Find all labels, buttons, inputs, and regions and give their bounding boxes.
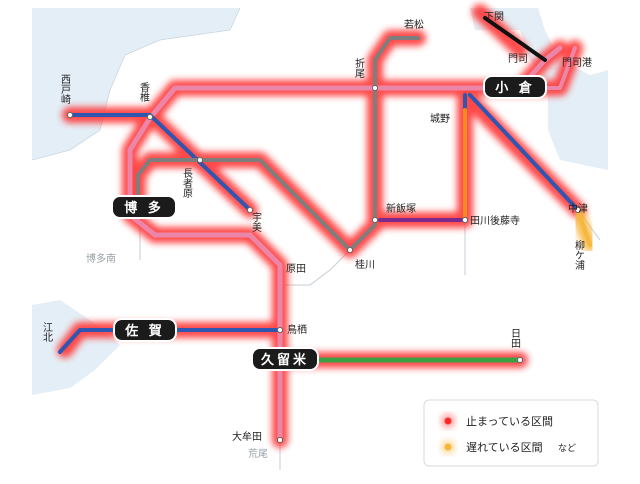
station-shimonoseki: 下関	[484, 11, 504, 23]
station-omuta: 大牟田	[232, 430, 262, 443]
faint-line-keisen	[285, 249, 351, 286]
station-nagasabaru: 長者原	[181, 168, 193, 198]
station-nakatsu: 中津	[568, 202, 588, 215]
station-orio: 折尾	[353, 57, 365, 79]
station-umi: 宇美	[250, 211, 262, 233]
hub-hakata: 博 多	[111, 195, 177, 219]
station-haruda: 原田	[286, 263, 306, 275]
station-nishitozaki: 西戸崎	[59, 74, 71, 104]
station-shiniizuka: 新飯塚	[386, 202, 416, 215]
sea-bay	[548, 90, 608, 165]
station-mojiko: 門司港	[562, 57, 592, 69]
legend: 止まっている区間 遅れている区間 など	[423, 399, 599, 467]
hub-kokura-label: 小 倉	[495, 80, 535, 96]
line-chikuho-north	[373, 36, 420, 90]
station-yanagigaura: 柳ケ浦	[573, 239, 585, 271]
station-tosu: 鳥栖	[287, 323, 307, 336]
station-kashii: 香椎	[138, 82, 150, 102]
line-nippo-delay	[576, 208, 592, 247]
station-kohoku: 江北	[41, 322, 53, 342]
coast-detail	[31, 7, 241, 161]
line-nagasaki	[58, 328, 282, 354]
hub-kurume-label: 久留米	[261, 352, 309, 368]
hub-hakata-label: 博 多	[124, 200, 164, 216]
line-nippo	[468, 93, 580, 212]
legend-etc: など	[558, 443, 576, 454]
station-hita: 日田	[509, 328, 521, 348]
hub-saga: 佐 賀	[113, 318, 177, 342]
hub-kokura: 小 倉	[483, 75, 547, 99]
station-hakataminami: 博多南	[86, 252, 116, 265]
legend-delayed: 遅れている区間	[466, 441, 543, 454]
hub-saga-label: 佐 賀	[124, 323, 165, 339]
legend-stopped: 止まっている区間	[466, 415, 553, 428]
station-dots	[66, 84, 582, 444]
hub-kurume: 久留米	[251, 347, 319, 371]
station-labels: 若松 折尾 下関 門司港 門司 西戸崎 香椎 城野 長者原 宇美 新飯塚 田川後…	[41, 11, 593, 460]
station-arao: 荒尾	[248, 448, 268, 460]
station-moji: 門司	[508, 53, 528, 65]
line-sasaguri	[136, 158, 352, 252]
line-chikuho	[348, 86, 377, 252]
station-tagawagotoji: 田川後藤寺	[470, 214, 520, 227]
station-keisen: 桂川	[355, 258, 375, 271]
line-shimonoseki	[483, 16, 547, 62]
station-jono: 城野	[430, 113, 450, 125]
station-wakamatsu: 若松	[404, 18, 424, 31]
